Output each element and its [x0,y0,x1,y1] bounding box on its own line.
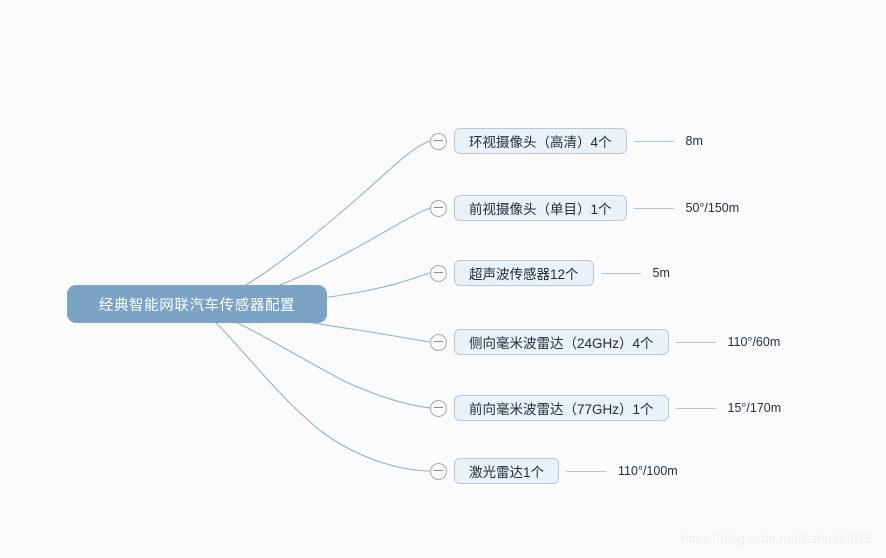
branch-label-4: 侧向毫米波雷达（24GHz）4个 [469,336,654,351]
leaf-label-1: 8m [685,134,703,148]
branch-box-3[interactable]: 超声波传感器12个 [454,260,594,286]
minus-circle-icon[interactable] [430,333,447,351]
watermark: https://blog.csdn.net/luzhufu0815 [681,531,872,546]
branch-item-1[interactable]: 环视摄像头（高清）4个 8m [430,127,703,155]
minus-circle-icon[interactable] [430,199,447,217]
leaf-label-6: 110°/100m [618,464,678,478]
leaf-label-5: 15°/170m [727,401,782,415]
branch-label-2: 前视摄像头（单目）1个 [469,202,612,217]
branch-box-2[interactable]: 前视摄像头（单目）1个 [454,195,627,221]
leaf-label-2: 50°/150m [685,201,740,215]
branch-box-1[interactable]: 环视摄像头（高清）4个 [454,128,627,154]
root-node-label: 经典智能网联汽车传感器配置 [98,297,296,314]
edge-curve-6 [199,307,431,472]
branch-label-5: 前向毫米波雷达（77GHz）1个 [469,402,654,417]
branch-box-6[interactable]: 激光雷达1个 [454,458,560,484]
branch-item-6[interactable]: 激光雷达1个 110°/100m [430,457,678,485]
minus-circle-icon[interactable] [430,399,447,417]
branch-item-5[interactable]: 前向毫米波雷达（77GHz）1个 15°/170m [430,394,781,422]
branch-item-2[interactable]: 前视摄像头（单目）1个 50°/150m [430,194,739,222]
leaf-connector-2 [633,207,674,209]
minus-circle-icon[interactable] [430,132,447,150]
leaf-connector-6 [566,470,607,472]
leaf-label-4: 110°/60m [727,335,781,349]
leaf-connector-1 [633,140,674,142]
root-node[interactable]: 经典智能网联汽车传感器配置 [67,285,327,323]
leaf-label-3: 5m [652,266,670,280]
leaf-connector-3 [600,272,641,274]
branch-box-5[interactable]: 前向毫米波雷达（77GHz）1个 [454,395,669,421]
leaf-connector-4 [675,341,716,343]
branch-label-3: 超声波传感器12个 [469,267,579,282]
edge-curve-1 [199,140,431,304]
branch-box-4[interactable]: 侧向毫米波雷达（24GHz）4个 [454,329,669,355]
branch-label-6: 激光雷达1个 [469,465,545,480]
minus-circle-icon[interactable] [430,462,447,480]
branch-item-3[interactable]: 超声波传感器12个 5m [430,259,670,287]
branch-item-4[interactable]: 侧向毫米波雷达（24GHz）4个 110°/60m [430,328,780,356]
branch-label-1: 环视摄像头（高清）4个 [469,135,612,150]
minus-circle-icon[interactable] [430,264,447,282]
leaf-connector-5 [675,407,716,409]
